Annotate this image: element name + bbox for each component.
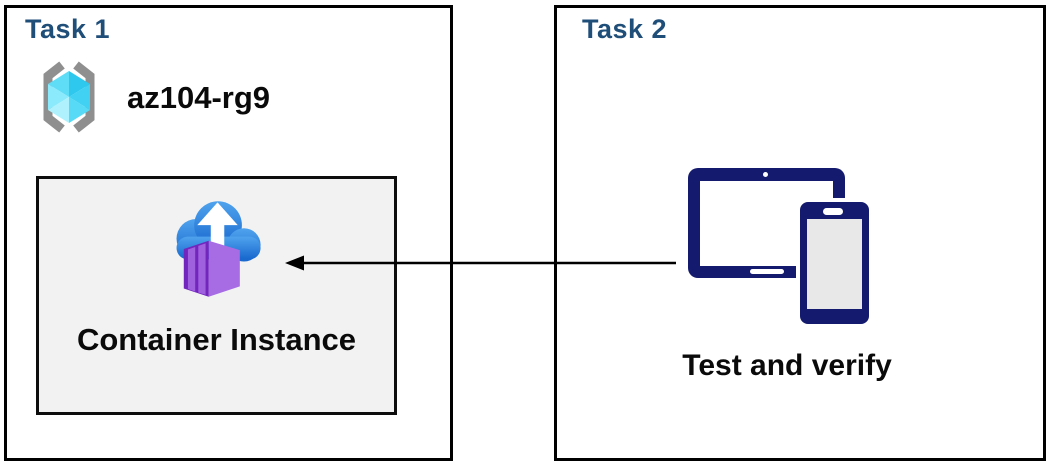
container-instances-icon xyxy=(176,201,261,297)
devices-icon xyxy=(688,168,873,328)
task2-title: Task 2 xyxy=(582,14,668,44)
phone-screen xyxy=(807,219,862,309)
container-instance-label: Container Instance xyxy=(76,322,357,357)
task1-box: Task 1 az104-rg9 xyxy=(4,5,453,461)
resource-group-name: az104-rg9 xyxy=(127,80,271,115)
container-instance-box: Container Instance xyxy=(36,176,397,415)
task1-title: Task 1 xyxy=(25,14,111,44)
resource-group-icon xyxy=(43,61,95,133)
phone-icon xyxy=(800,202,869,324)
test-and-verify-label: Test and verify xyxy=(682,349,892,382)
tablet-home-button xyxy=(750,269,784,274)
task2-box: Task 2 Test and verify xyxy=(554,5,1046,461)
tablet-camera-dot xyxy=(763,172,768,177)
phone-speaker xyxy=(823,208,843,215)
